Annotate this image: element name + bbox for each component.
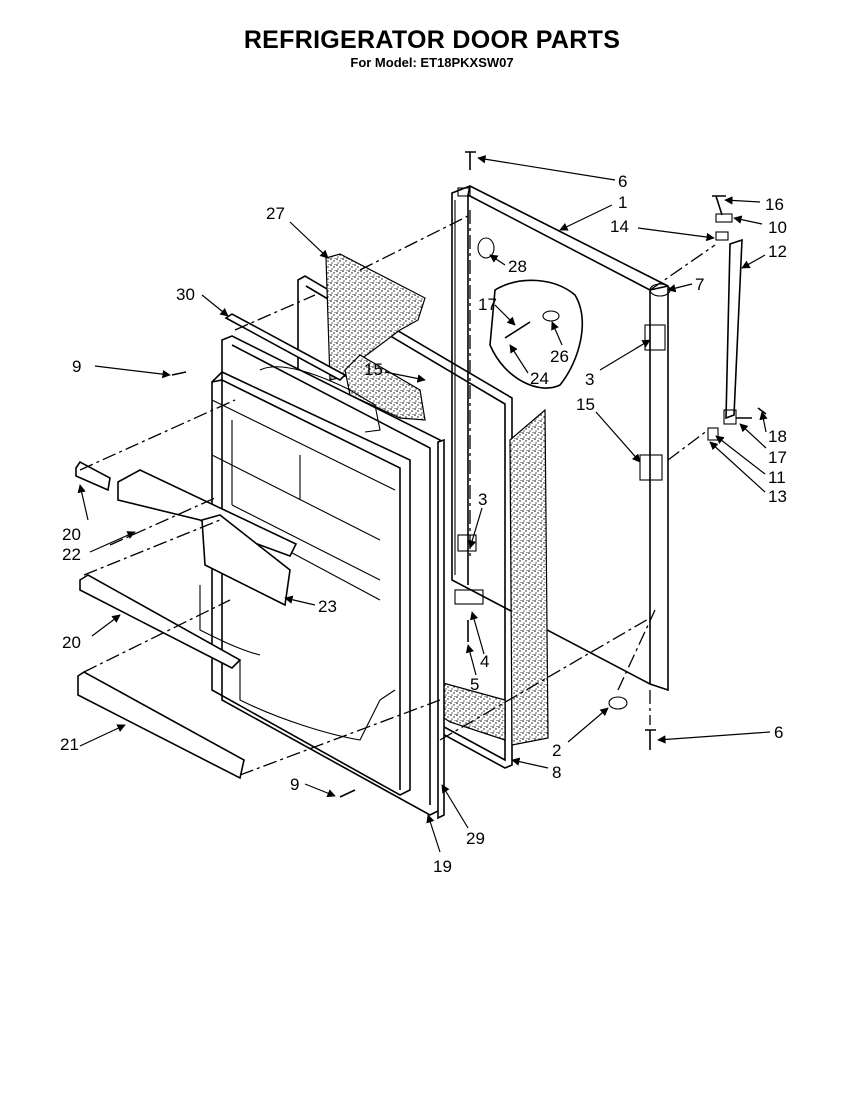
- callout-3-top: 3: [585, 370, 594, 389]
- callout-19: 19: [433, 857, 452, 876]
- callout-24: 24: [530, 369, 549, 388]
- callout-17-right: 17: [768, 448, 787, 467]
- model-subtitle: For Model: ET18PKXSW07: [350, 55, 514, 70]
- callout-15-right: 15: [576, 395, 595, 414]
- callout-21: 21: [60, 735, 79, 754]
- callout-12: 12: [768, 242, 787, 261]
- callout-5: 5: [470, 675, 479, 694]
- callout-9-bottom: 9: [290, 775, 299, 794]
- callout-23: 23: [318, 597, 337, 616]
- callout-13: 13: [768, 487, 787, 506]
- callout-4: 4: [480, 652, 489, 671]
- door-handle-hardware: [171, 151, 767, 820]
- page-title: REFRIGERATOR DOOR PARTS: [243, 26, 621, 54]
- callout-15-left: 15: [364, 360, 383, 379]
- insulation-foam: [325, 253, 549, 746]
- callout-2: 2: [552, 741, 561, 760]
- callout-20-top: 20: [62, 525, 81, 544]
- callout-22: 22: [62, 545, 81, 564]
- callout-11: 11: [768, 468, 786, 487]
- callout-26: 26: [550, 347, 569, 366]
- callout-8: 8: [552, 763, 561, 782]
- callout-7: 7: [695, 275, 704, 294]
- callout-14: 14: [610, 217, 629, 236]
- callout-1: 1: [618, 193, 627, 212]
- alignment-lines: [79, 210, 716, 776]
- callout-17-top: 17: [478, 295, 497, 314]
- callout-28: 28: [508, 257, 527, 276]
- callout-labels: 6 1 27 28 16 10 14 12 7 30 17 26 24 3 9 …: [60, 172, 787, 876]
- callout-27: 27: [266, 204, 285, 223]
- callout-18: 18: [768, 427, 787, 446]
- outer-door-panel: [451, 185, 669, 692]
- callout-6-top: 6: [618, 172, 627, 191]
- callout-3-mid: 3: [478, 490, 487, 509]
- callout-6-bottom: 6: [774, 723, 783, 742]
- callout-10: 10: [768, 218, 787, 237]
- callout-9-top: 9: [72, 357, 81, 376]
- leader-lines: [77, 155, 771, 853]
- door-shelves-and-trim: [75, 313, 347, 780]
- callout-29: 29: [466, 829, 485, 848]
- inner-door-liner: [199, 335, 441, 816]
- callout-20-bottom: 20: [62, 633, 81, 652]
- callout-30: 30: [176, 285, 195, 304]
- callout-16: 16: [765, 195, 784, 214]
